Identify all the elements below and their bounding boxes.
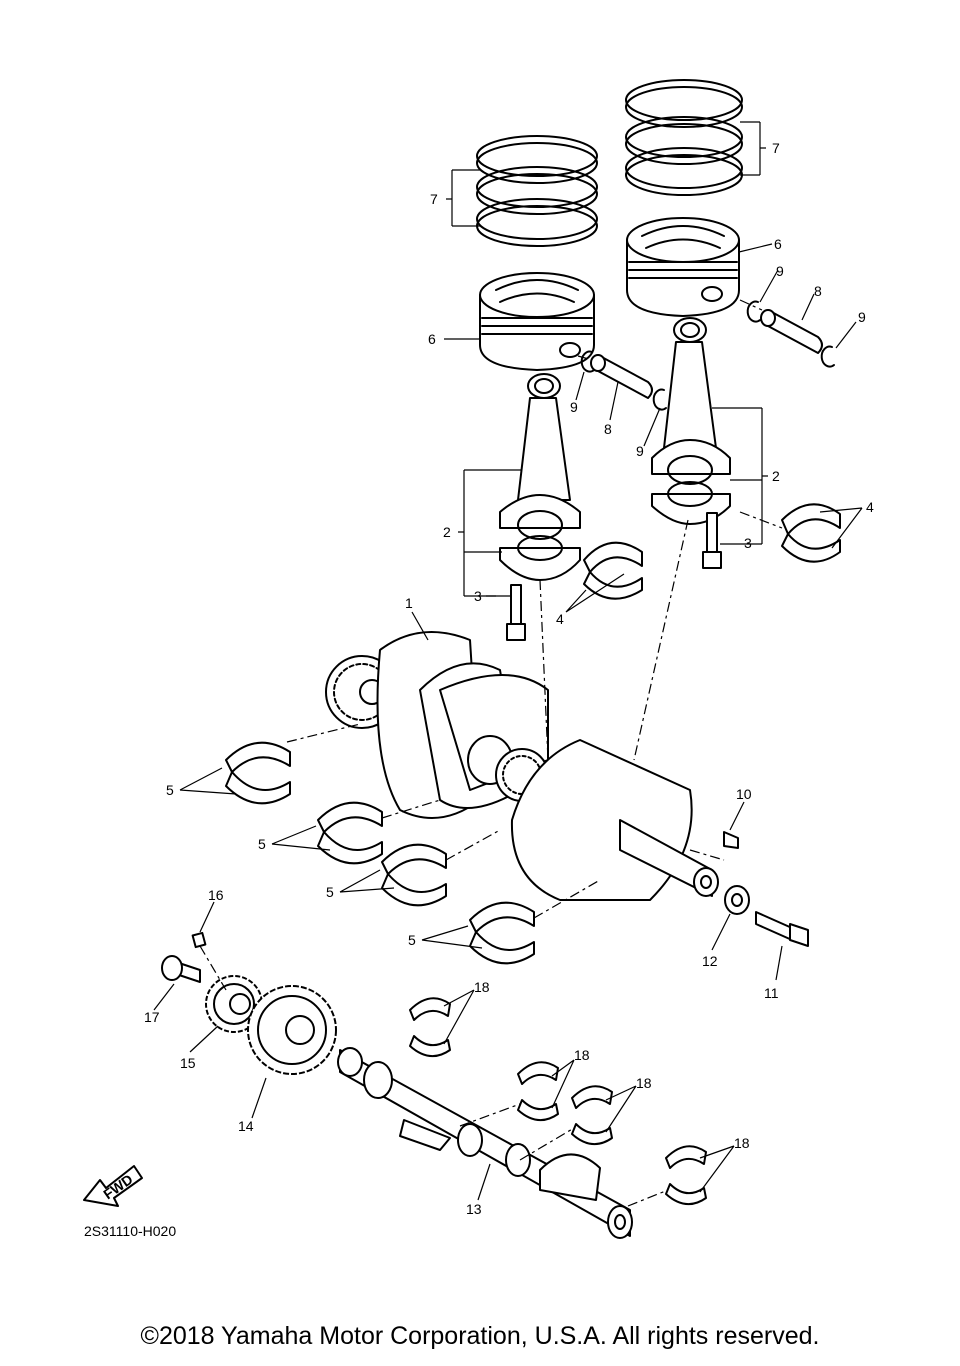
dowel-pin[interactable] (191, 931, 207, 949)
callout-3-left: 3 (474, 588, 482, 604)
piston-right[interactable] (626, 217, 740, 317)
callout-7-right: 7 (772, 140, 780, 156)
balancer-bearing-3[interactable] (571, 1085, 613, 1145)
callout-14: 14 (238, 1118, 254, 1134)
crank-bolt[interactable] (755, 911, 809, 947)
piston-ring-set-left[interactable] (476, 135, 598, 247)
callout-6-right: 6 (774, 236, 782, 252)
conrod-bolt-left[interactable] (506, 584, 526, 641)
callout-9-c: 9 (776, 263, 784, 279)
crank-washer[interactable] (724, 885, 750, 915)
crankshaft[interactable] (325, 631, 719, 901)
callout-5-b: 5 (258, 836, 266, 852)
callout-18-c: 18 (636, 1075, 652, 1091)
drawing-code: 2S31110-H020 (84, 1223, 176, 1239)
callout-labels: 1 2 2 3 3 4 4 5 5 5 5 6 6 7 7 8 8 9 9 9 … (144, 140, 874, 1217)
callout-11: 11 (764, 985, 779, 1001)
copyright-notice: ©2018 Yamaha Motor Corporation, U.S.A. A… (140, 1322, 820, 1350)
balancer-bearing-2[interactable] (517, 1061, 559, 1121)
balancer-bearing-1[interactable] (409, 997, 451, 1057)
piston-left[interactable] (479, 272, 595, 371)
connecting-rod-right[interactable] (651, 317, 731, 525)
callout-12: 12 (702, 953, 718, 969)
callout-5-d: 5 (408, 932, 416, 948)
gear-bolt[interactable] (161, 955, 201, 983)
callout-6-left: 6 (428, 331, 436, 347)
balancer-bearing-4[interactable] (665, 1145, 707, 1205)
conrod-bearing-left[interactable] (583, 541, 643, 600)
callout-13: 13 (466, 1201, 482, 1217)
fwd-arrow-icon: FWD (83, 1165, 143, 1207)
conrod-bolt-right[interactable] (702, 512, 722, 569)
callout-4-right: 4 (866, 499, 874, 515)
piston-pin-right[interactable] (760, 309, 823, 354)
main-bearing-3[interactable] (381, 843, 447, 907)
main-bearing-4[interactable] (469, 901, 535, 965)
callout-5-c: 5 (326, 884, 334, 900)
callout-9-a: 9 (570, 399, 578, 415)
callout-18-a: 18 (474, 979, 490, 995)
balancer-shaft[interactable] (337, 1047, 633, 1239)
callout-4-left: 4 (556, 611, 564, 627)
callout-1: 1 (405, 595, 413, 611)
piston-ring-set-right[interactable] (625, 79, 743, 196)
woodruff-key[interactable] (723, 831, 739, 849)
conrod-bearing-right[interactable] (781, 503, 841, 563)
callout-3-right: 3 (744, 535, 752, 551)
piston-pin-clips[interactable] (580, 300, 835, 411)
callout-16: 16 (208, 887, 224, 903)
callout-18-b: 18 (574, 1047, 590, 1063)
callout-9-b: 9 (636, 443, 644, 459)
assembly-lines (199, 299, 783, 1207)
callout-8-left: 8 (604, 421, 612, 437)
connecting-rod-left[interactable] (499, 373, 581, 581)
callout-15: 15 (180, 1055, 196, 1071)
balancer-driven-gear[interactable] (247, 985, 337, 1075)
callout-2-left: 2 (443, 524, 451, 540)
main-bearing-2[interactable] (317, 801, 383, 865)
callout-8-right: 8 (814, 283, 822, 299)
main-bearing-1[interactable] (225, 741, 291, 805)
callout-2-right: 2 (772, 468, 780, 484)
callout-17: 17 (144, 1009, 160, 1025)
callout-10: 10 (736, 786, 752, 802)
callout-9-d: 9 (858, 309, 866, 325)
callout-7-left: 7 (430, 191, 438, 207)
callout-5-a: 5 (166, 782, 174, 798)
callout-18-d: 18 (734, 1135, 750, 1151)
leader-lines (153, 121, 863, 1201)
piston-pin-left[interactable] (590, 354, 653, 399)
